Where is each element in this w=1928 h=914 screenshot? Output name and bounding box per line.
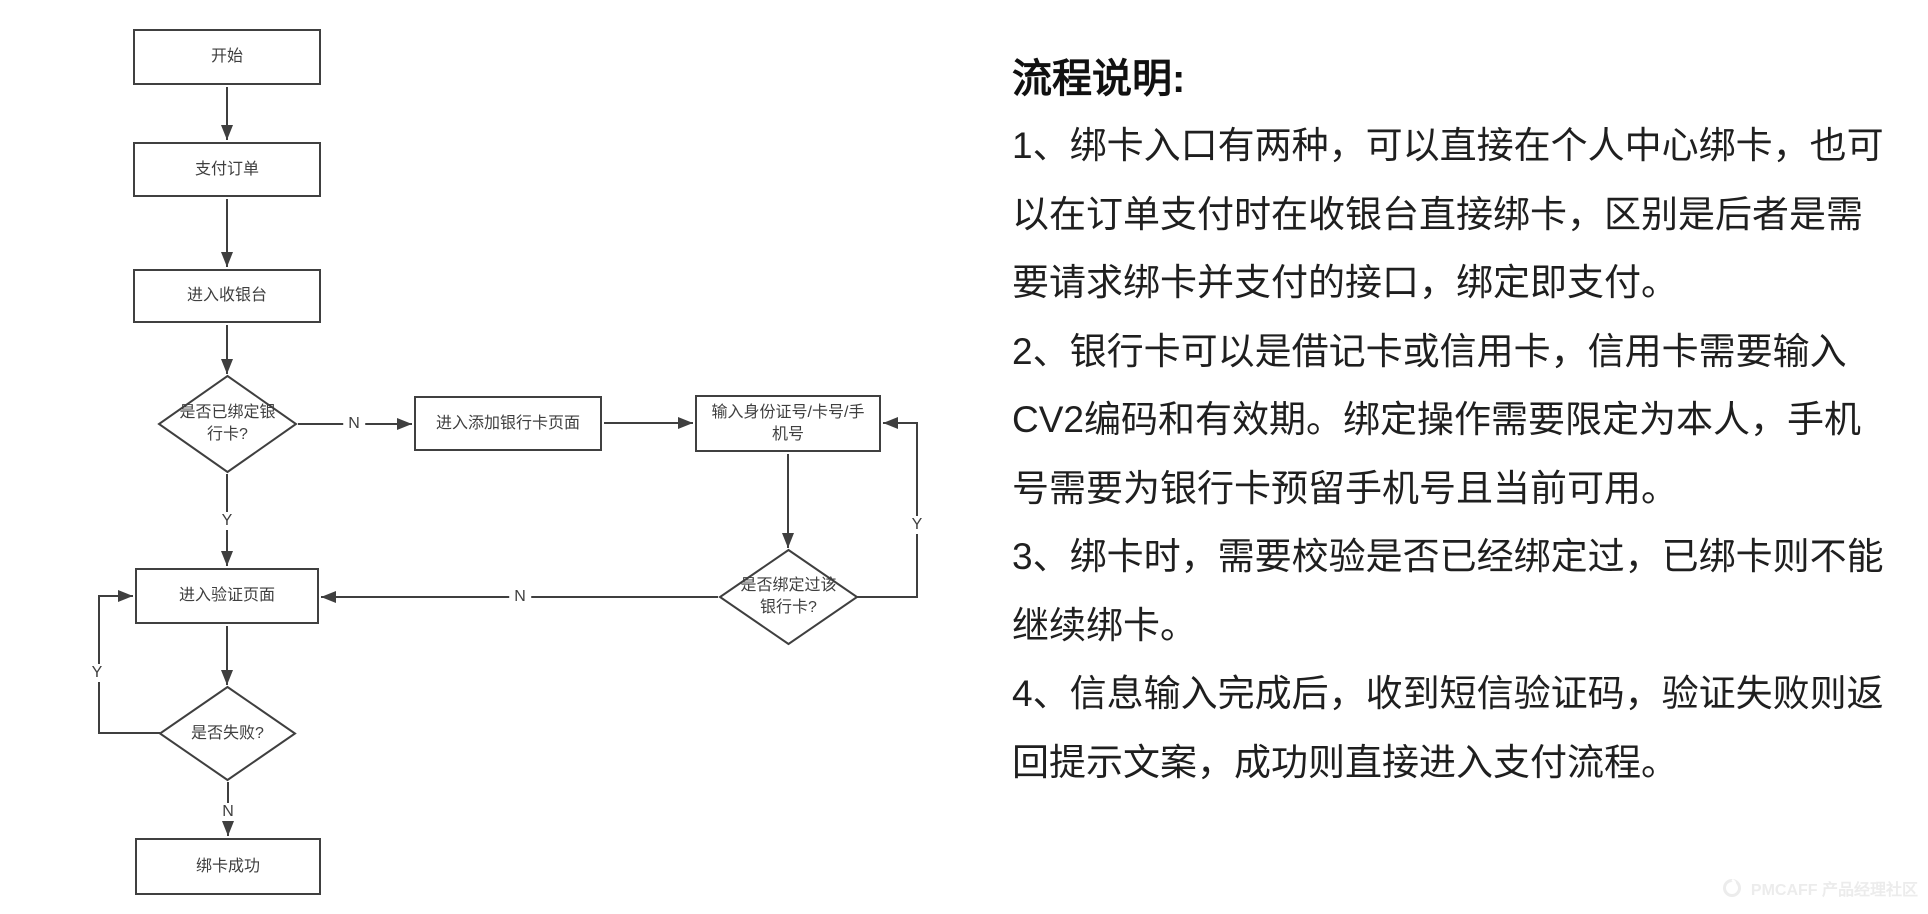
notes-body: 1、绑卡入口有两种，可以直接在个人中心绑卡，也可 以在订单支付时在收银台直接绑卡… [1012, 112, 1884, 797]
flow-node-bind-success: 绑卡成功 [135, 838, 321, 895]
pmcaff-logo-icon [1722, 878, 1744, 898]
notes-line: 继续绑卡。 [1012, 604, 1197, 646]
notes-line: 4、信息输入完成后，收到短信验证码，验证失败则返 [1012, 673, 1884, 714]
notes-line: 2、银行卡可以是借记卡或信用卡，信用卡需要输入 [1012, 330, 1847, 372]
flow-node-pay-order: 支付订单 [133, 142, 321, 197]
arrow-y-loop-to-input [857, 417, 918, 598]
notes-line: 以在订单支付时在收银台直接绑卡，区别是后者是需 [1012, 193, 1863, 235]
notes-line: 号需要为银行卡预留手机号且当前可用。 [1012, 467, 1678, 509]
notes-title: 流程说明: [1012, 57, 1186, 101]
notes-line: CV2编码和有效期。绑定操作需要限定为本人，手机 [1012, 399, 1861, 440]
decision-label-check-fail: 是否失败? [191, 724, 264, 742]
flow-node-start: 开始 [133, 29, 321, 85]
notes-line: 要请求绑卡并支付的接口，绑定即支付。 [1012, 262, 1678, 303]
notes-line: 回提示文案，成功则直接进入支付流程。 [1012, 741, 1678, 783]
decision-label-check-dup: 是否绑定过该 银行卡? [740, 577, 837, 616]
flow-node-enter-cashier: 进入收银台 [133, 269, 321, 323]
flow-node-input-info: 输入身份证号/卡号/手 机号 [695, 395, 881, 452]
flow-node-verify-page: 进入验证页面 [135, 568, 319, 624]
decision-diamond-check-fail [158, 685, 297, 782]
watermark-text: PMCAFF 产品经理社区 [1750, 882, 1918, 899]
flowchart-canvas [98, 87, 918, 836]
decision-label-check-bound: 是否已绑定银 行卡? [179, 404, 276, 443]
edge-label-n-not-bound: N [343, 415, 365, 433]
watermark: PMCAFF 产品经理社区 [1722, 876, 1918, 900]
edge-label-n-not-dup: N [509, 588, 531, 606]
notes-line: 3、绑卡时，需要校验是否已经绑定过，已绑卡则不能 [1012, 536, 1884, 577]
notes-line: 1、绑卡入口有两种，可以直接在个人中心绑卡，也可 [1012, 125, 1884, 166]
decision-diamond-check-bound [157, 374, 298, 474]
edge-label-y-dup: Y [906, 516, 928, 534]
decision-diamond-check-dup [718, 548, 859, 646]
edge-label-n-not-fail: N [217, 803, 239, 821]
edge-label-y-bound: Y [216, 512, 238, 530]
edge-label-y-fail: Y [86, 664, 108, 682]
flow-node-add-card-page: 进入添加银行卡页面 [414, 396, 602, 451]
